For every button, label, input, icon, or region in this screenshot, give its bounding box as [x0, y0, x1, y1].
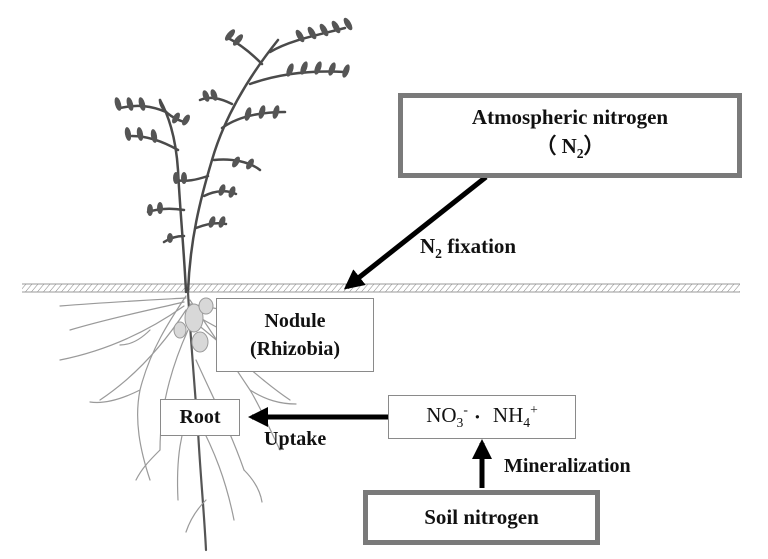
atmospheric-nitrogen-label: Atmospheric nitrogen — [471, 104, 669, 129]
nodule-line2: (Rhizobia) — [250, 338, 340, 360]
mineralization-label: Mineralization — [504, 455, 631, 477]
soil-surface — [22, 284, 740, 292]
soil-nitrogen-box: Soil nitrogen — [363, 490, 600, 545]
branch-low-left — [146, 207, 186, 214]
ammonium-formula: NH4+ — [492, 402, 538, 431]
fixation-arrow — [343, 175, 488, 290]
formula-close: ） — [583, 133, 605, 158]
atmospheric-nitrogen-formula: （ N2） — [535, 132, 604, 168]
branch-left-4 — [158, 98, 186, 124]
soil-nitrogen-label: Soil nitrogen — [424, 505, 539, 529]
branch-right-2 — [220, 110, 287, 130]
uptake-label: Uptake — [264, 428, 327, 450]
nodule-box: Nodule (Rhizobia) — [216, 298, 374, 372]
formula-separator: · — [473, 404, 481, 429]
root-nodules — [173, 297, 214, 353]
left-stem — [158, 98, 188, 294]
formula-sub: 2 — [576, 146, 584, 162]
branch-mid-left — [174, 174, 210, 183]
main-stem — [186, 38, 280, 294]
plant-leaflets — [114, 17, 353, 243]
fixation-label: N2 fixation — [420, 234, 517, 262]
plant-shoot — [118, 26, 347, 294]
nodule-line1: Nodule — [264, 310, 326, 332]
root-box: Root — [160, 399, 240, 436]
branch-right-1 — [248, 70, 347, 86]
inorganic-nitrogen-box: NO3- · NH4+ — [388, 395, 576, 439]
branch-upper-right — [268, 26, 347, 54]
nitrate-formula: NO3- — [426, 402, 468, 431]
atmospheric-nitrogen-box: Atmospheric nitrogen （ N2） — [398, 93, 742, 178]
branch-lowest-left — [162, 234, 186, 244]
branch-right-3 — [212, 158, 262, 172]
root-label: Root — [179, 406, 221, 428]
branch-upper-left — [226, 36, 264, 66]
formula-open: （ N — [535, 133, 577, 158]
